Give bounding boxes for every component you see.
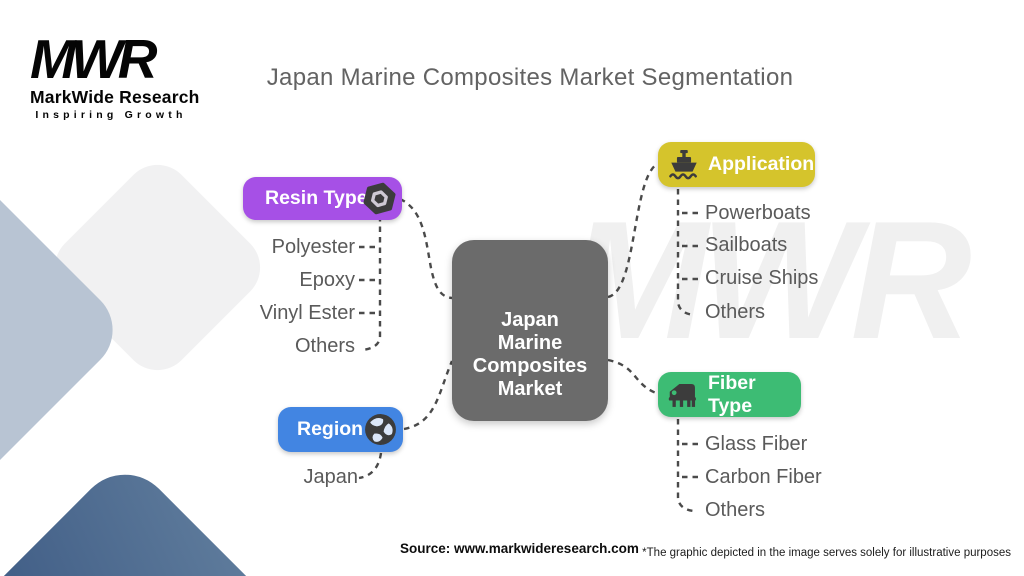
- page-title: Japan Marine Composites Market Segmentat…: [266, 64, 794, 91]
- logo-name: MarkWide Research: [30, 86, 200, 107]
- item-cruise-ships: Cruise Ships: [705, 267, 819, 289]
- connector-center-to-application: [607, 162, 658, 299]
- branch-fiber-label: Fiber Type: [708, 371, 756, 417]
- connector-center-to-fiber: [607, 358, 657, 395]
- item-glass-fiber: Glass Fiber: [705, 433, 808, 455]
- item-epoxy: Epoxy: [299, 269, 355, 291]
- branch-region-label: Region: [297, 418, 364, 440]
- branch-application-label: Application: [708, 153, 815, 175]
- globe-icon: [363, 412, 398, 447]
- item-others-fiber: Others: [705, 499, 766, 521]
- item-others-application: Others: [705, 301, 766, 323]
- branch-application: Application: [658, 142, 815, 187]
- connector-fiber-trunk: [676, 419, 695, 513]
- branch-resin-type: Resin Type: [243, 177, 402, 220]
- branch-fiber-type: Fiber Type: [658, 372, 801, 417]
- source-link[interactable]: Source: www.markwideresearch.com: [400, 541, 639, 556]
- item-vinyl-ester: Vinyl Ester: [259, 302, 355, 324]
- item-sailboats: Sailboats: [705, 234, 788, 256]
- item-polyester: Polyester: [271, 236, 355, 258]
- markwide-logo: MWR MarkWide Research Inspiring Growth: [30, 28, 200, 121]
- connector-application-trunk: [676, 189, 695, 317]
- logo-tagline: Inspiring Growth: [35, 108, 187, 121]
- connector-region-to-japan: [358, 452, 383, 480]
- machine-icon: [667, 380, 700, 410]
- item-powerboats: Powerboats: [705, 202, 811, 224]
- item-others-resin: Others: [294, 335, 355, 357]
- center-node-line: Marine: [497, 332, 563, 354]
- center-node: Japan Marine Composites Market: [452, 240, 608, 421]
- disclaimer-text: *The graphic depicted in the image serve…: [642, 547, 1011, 559]
- hex-nut-icon: [362, 181, 397, 216]
- connector-resin-to-center: [399, 197, 453, 300]
- center-node-line: Market: [497, 378, 563, 400]
- connector-region-to-center: [403, 360, 454, 431]
- mwr-watermark: MWR: [568, 186, 972, 374]
- center-node-line: Japan: [501, 309, 559, 331]
- logo-acronym: MWR: [30, 28, 157, 90]
- branch-resin-label: Resin Type: [265, 187, 368, 209]
- ship-icon: [668, 148, 700, 182]
- branch-region: Region: [278, 407, 403, 452]
- center-node-line: Composites: [472, 355, 588, 377]
- item-carbon-fiber: Carbon Fiber: [705, 466, 822, 488]
- connector-resin-trunk: [361, 216, 382, 352]
- item-japan: Japan: [303, 466, 359, 488]
